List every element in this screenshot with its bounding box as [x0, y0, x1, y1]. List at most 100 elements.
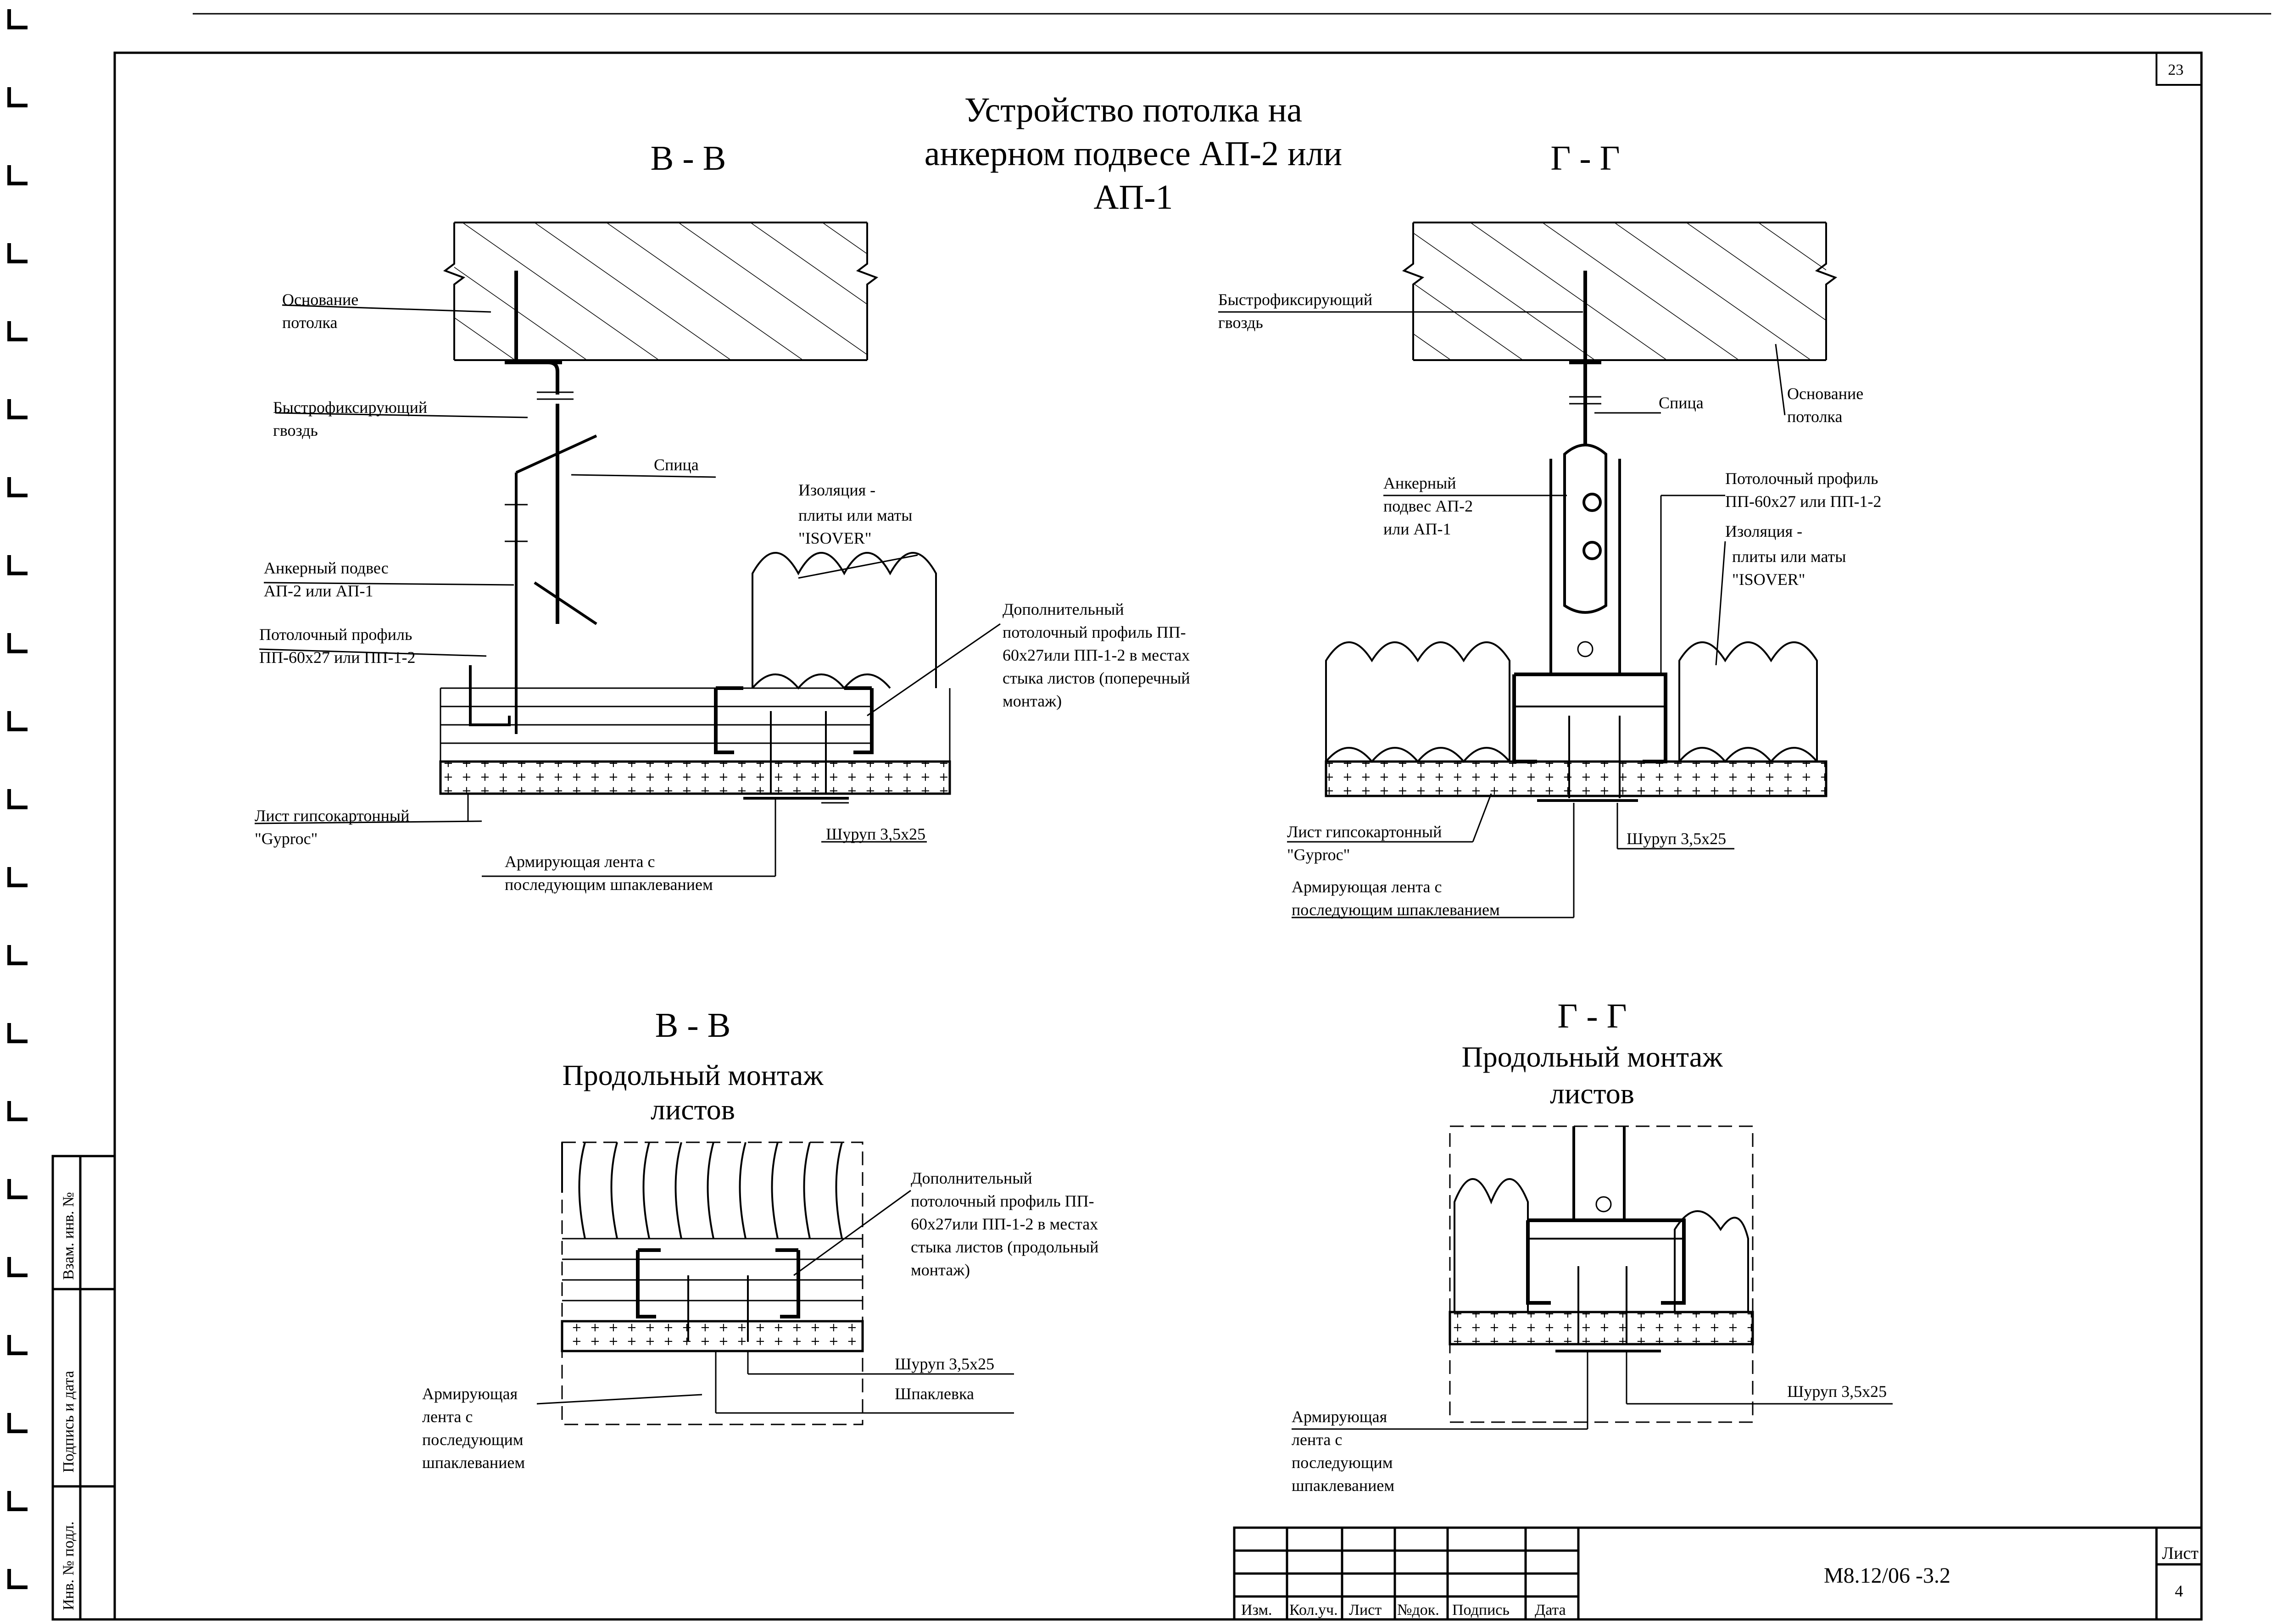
svg-text:ПП-60х27 или ПП-1-2: ПП-60х27 или ПП-1-2 [259, 648, 415, 667]
sheet-number: 4 [2175, 1582, 2183, 1600]
svg-text:Основание: Основание [282, 290, 358, 309]
svg-text:последующим: последующим [422, 1430, 524, 1449]
label-osnovanie: Основание потолка [1787, 384, 1863, 426]
section-bottom-left: В - В Продольный монтаж листов [422, 1006, 1098, 1472]
svg-text:шпаклеванием: шпаклеванием [422, 1453, 525, 1472]
section-heading: Г - Г [1550, 139, 1620, 178]
gypsum-board [1449, 1311, 1754, 1346]
section-top-left: В - В [254, 139, 1190, 894]
svg-text:монтаж): монтаж) [911, 1261, 970, 1279]
svg-text:60х27или ПП-1-2 в местах: 60х27или ПП-1-2 в местах [911, 1215, 1098, 1233]
nail-icon [1569, 271, 1601, 445]
label-profil: Потолочный профиль ПП-60х27 или ПП-1-2 [1725, 469, 1881, 511]
anchor-hanger [1549, 444, 1621, 674]
svg-text:или АП-1: или АП-1 [1383, 520, 1451, 538]
svg-text:монтаж): монтаж) [1003, 692, 1062, 710]
section-heading: В - В [655, 1006, 731, 1045]
svg-text:Лист гипсокартонный: Лист гипсокартонный [255, 806, 409, 825]
svg-text:Быстрофиксирующий: Быстрофиксирующий [273, 398, 427, 417]
svg-text:Дополнительный: Дополнительный [1003, 600, 1124, 618]
svg-text:Дополнительный: Дополнительный [911, 1169, 1032, 1187]
insulation-icon [1325, 641, 1818, 763]
section-subheading: Продольный монтаж [563, 1059, 824, 1091]
label-lenta: Армирующая лента с последующим шпаклеван… [1292, 1407, 1394, 1495]
svg-text:"ISOVER": "ISOVER" [798, 529, 871, 547]
svg-text:ПП-60х27 или ПП-1-2: ПП-60х27 или ПП-1-2 [1725, 492, 1881, 511]
label-osnovanie: Основание потолка [282, 290, 358, 332]
svg-text:стыка листов (продольный: стыка листов (продольный [911, 1238, 1098, 1256]
title-block: Изм. Кол.уч. Лист №док. Подпись Дата М8.… [1233, 1526, 2203, 1621]
svg-text:Армирующая: Армирующая [1292, 1407, 1387, 1426]
insulation-icon [561, 1142, 843, 1239]
svg-text:потолочный профиль ПП-: потолочный профиль ПП- [1003, 623, 1186, 641]
svg-text:"Gyproc": "Gyproc" [1287, 845, 1350, 864]
svg-text:Армирующая лента с: Армирующая лента с [1292, 878, 1442, 896]
svg-text:шпаклеванием: шпаклеванием [1292, 1476, 1394, 1495]
svg-text:АП-1: АП-1 [1093, 178, 1173, 217]
svg-text:"Gyproc": "Gyproc" [255, 829, 318, 848]
svg-text:потолка: потолка [282, 313, 337, 332]
drawing-code: М8.12/06 -3.2 [1824, 1563, 1950, 1588]
label-podves: Анкерный подвес АП-2 или АП-1 [264, 559, 389, 600]
anchor-hanger [505, 434, 597, 734]
section-heading: В - В [651, 139, 726, 178]
col-ndok: №док. [1397, 1602, 1439, 1618]
svg-text:стыка листов (поперечный: стыка листов (поперечный [1003, 669, 1190, 687]
label-gvozd: Быстрофиксирующий гвоздь [273, 398, 427, 439]
label-podves: Анкерный подвес АП-2 или АП-1 [1383, 474, 1473, 538]
label-lenta: Армирующая лента с последующим шпаклеван… [422, 1385, 525, 1472]
col-data: Дата [1535, 1602, 1566, 1618]
svg-text:лента с: лента с [422, 1407, 473, 1426]
svg-text:Армирующая лента с: Армирующая лента с [505, 852, 655, 871]
svg-text:Взам. инв. №: Взам. инв. № [60, 1192, 77, 1280]
section-subheading: листов [651, 1093, 735, 1126]
svg-text:Потолочный профиль: Потолочный профиль [1725, 469, 1878, 488]
ceiling-slab [454, 222, 867, 360]
side-stamp: Взам. инв. № Подпись и дата Инв. № подл. [51, 1155, 116, 1621]
label-profil: Потолочный профиль ПП-60х27 или ПП-1-2 [259, 625, 415, 667]
svg-text:потолка: потолка [1787, 407, 1842, 426]
binding-marks [7, 9, 28, 1589]
svg-text:плиты или маты: плиты или маты [1732, 547, 1846, 566]
section-top-right: Г - Г [1218, 139, 1881, 919]
extra-profile [714, 686, 874, 800]
svg-text:лента с: лента с [1292, 1430, 1342, 1449]
svg-text:"ISOVER": "ISOVER" [1732, 570, 1805, 589]
section-subheading: Продольный монтаж [1462, 1040, 1723, 1073]
svg-text:Изоляция -: Изоляция - [1725, 522, 1802, 540]
svg-text:Анкерный: Анкерный [1383, 474, 1456, 492]
label-dop-profil: Дополнительный потолочный профиль ПП- 60… [1003, 600, 1190, 710]
svg-text:плиты или маты: плиты или маты [798, 506, 912, 524]
svg-text:подвес АП-2: подвес АП-2 [1383, 497, 1473, 515]
svg-text:60х27или ПП-1-2 в местах: 60х27или ПП-1-2 в местах [1003, 646, 1190, 664]
svg-text:потолочный профиль ПП-: потолочный профиль ПП- [911, 1192, 1094, 1210]
label-lenta: Армирующая лента с последующим шпаклеван… [1292, 878, 1500, 919]
label-dop-profil: Дополнительный потолочный профиль ПП- 60… [911, 1169, 1098, 1279]
label-lenta: Армирующая лента с последующим шпаклеван… [505, 852, 713, 894]
ceiling-profile-left [469, 665, 511, 726]
svg-text:последующим шпаклеванием: последующим шпаклеванием [505, 875, 713, 894]
svg-text:последующим шпаклеванием: последующим шпаклеванием [1292, 901, 1500, 919]
svg-text:последующим: последующим [1292, 1453, 1393, 1472]
label-shurup: Шуруп 3,5х25 [895, 1355, 994, 1373]
label-spica: Спица [1659, 394, 1704, 412]
section-heading: Г - Г [1557, 997, 1627, 1035]
anchor-hanger [1572, 1126, 1626, 1220]
svg-text:анкерном подвесе АП-2 или: анкерном подвесе АП-2 или [925, 134, 1342, 173]
label-list: Лист гипсокартонный "Gyproc" [1287, 823, 1442, 864]
sheet-label: Лист [2162, 1544, 2199, 1563]
label-shurup: Шуруп 3,5х25 [1627, 829, 1726, 848]
col-list: Лист [1349, 1602, 1382, 1618]
insulation-icon [752, 552, 937, 690]
gypsum-board [561, 1320, 864, 1352]
svg-text:Лист гипсокартонный: Лист гипсокартонный [1287, 823, 1442, 841]
svg-text:Основание: Основание [1787, 384, 1863, 403]
svg-text:Инв. № подл.: Инв. № подл. [60, 1521, 77, 1610]
svg-text:Армирующая: Армирующая [422, 1385, 518, 1403]
label-list: Лист гипсокартонный "Gyproc" [255, 806, 409, 848]
ceiling-slab [1413, 222, 1826, 360]
col-kol: Кол.уч. [1289, 1602, 1338, 1618]
svg-text:Изоляция -: Изоляция - [798, 481, 875, 499]
sheet-frame [113, 13, 2271, 1621]
